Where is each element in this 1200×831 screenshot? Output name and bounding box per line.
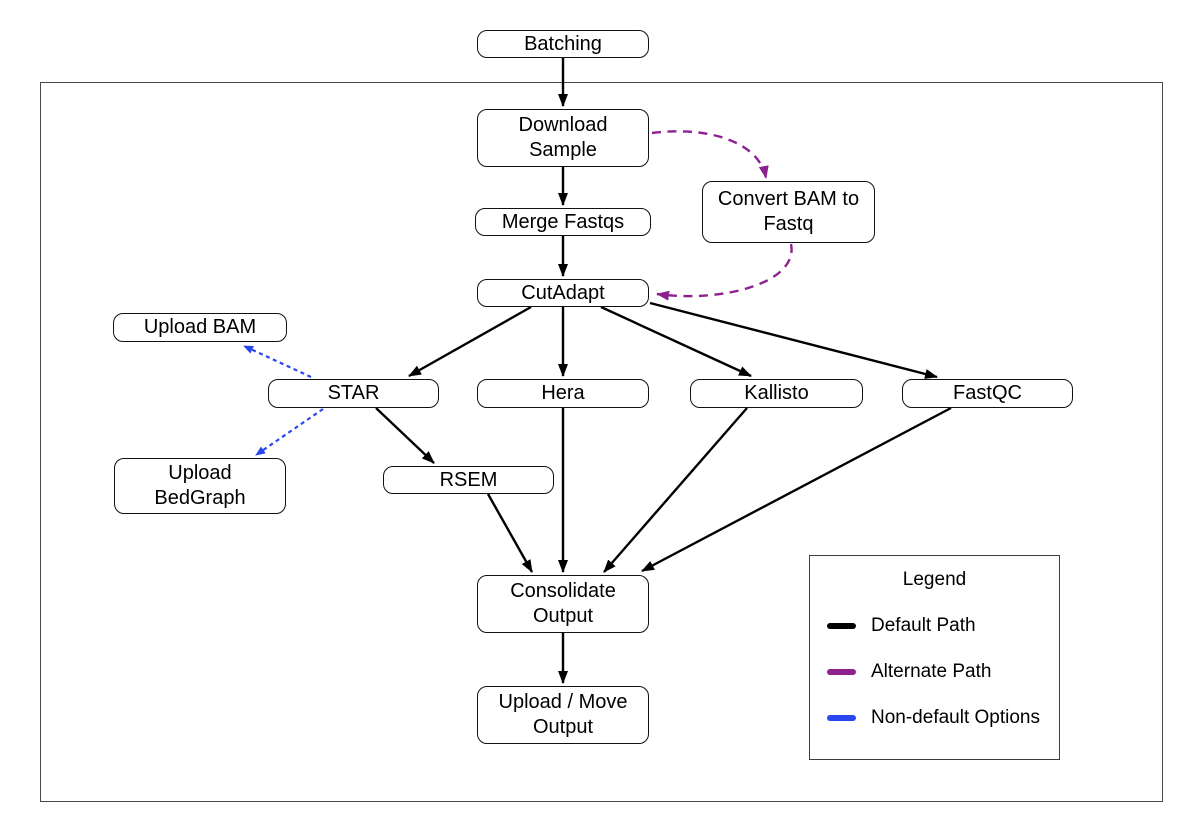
edge-cutadapt-star [408, 305, 532, 378]
node-hera: Hera [477, 379, 649, 408]
legend-item-label: Default Path [871, 615, 976, 636]
node-upload-move-output: Upload / Move Output [477, 686, 649, 744]
edge-cutadapt-fastqc [649, 301, 938, 379]
node-merge-fastqs: Merge Fastqs [475, 208, 651, 236]
legend-item-non-default-options: Non-default Options [827, 707, 1040, 729]
node-consolidate-output: Consolidate Output [477, 575, 649, 633]
edge-convert-bam-cutadapt [656, 243, 793, 301]
legend-box: Legend Default Path Alternate Path Non-d… [809, 555, 1060, 760]
node-upload-bam: Upload BAM [113, 313, 287, 342]
legend-item-alternate-path: Alternate Path [827, 661, 991, 683]
edge-cutadapt-kallisto [600, 305, 752, 378]
edge-kallisto-consolidate-output [603, 407, 748, 573]
edge-star-upload-bam [243, 345, 312, 378]
non-default-options-line-swatch [827, 714, 856, 722]
edge-fastqc-consolidate-output [641, 406, 952, 573]
legend-item-default-path: Default Path [827, 615, 976, 637]
edge-star-upload-bedgraph [255, 408, 324, 456]
legend-item-label: Non-default Options [871, 707, 1040, 728]
node-upload-bedgraph: Upload BedGraph [114, 458, 286, 514]
node-download-sample: Download Sample [477, 109, 649, 167]
node-kallisto: Kallisto [690, 379, 863, 408]
node-convert-bam-to-fastq: Convert BAM to Fastq [702, 181, 875, 243]
edge-download-sample-convert-bam [651, 130, 769, 179]
node-batching: Batching [477, 30, 649, 58]
node-fastqc: FastQC [902, 379, 1073, 408]
legend-item-label: Alternate Path [871, 661, 992, 682]
default-path-line-swatch [827, 622, 856, 630]
alternate-path-line-swatch [827, 668, 856, 676]
node-cutadapt: CutAdapt [477, 279, 649, 307]
edge-star-rsem [375, 407, 435, 464]
node-star: STAR [268, 379, 439, 408]
legend-title: Legend [902, 569, 967, 590]
node-rsem: RSEM [383, 466, 554, 494]
edge-rsem-consolidate-output [486, 493, 534, 573]
